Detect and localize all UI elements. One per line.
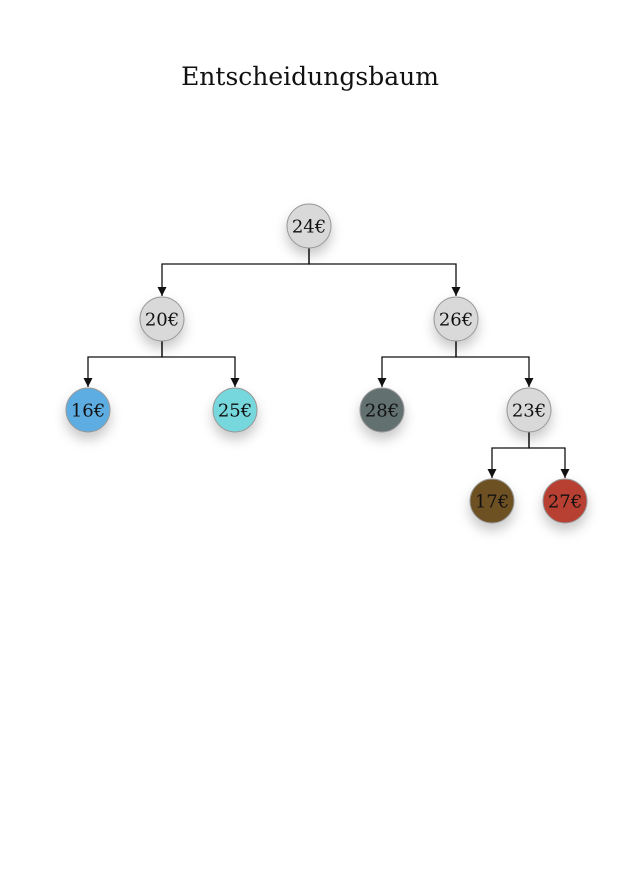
- edge-n20-n25: [161, 341, 240, 387]
- edge-n23-n17: [487, 432, 530, 478]
- node-label: 26€: [439, 310, 473, 331]
- tree-node-n23: 23€: [506, 387, 552, 433]
- edge-n20-n16: [83, 341, 163, 387]
- tree-node-n27: 27€: [542, 478, 588, 524]
- node-label: 23€: [512, 401, 546, 422]
- node-label: 27€: [548, 492, 582, 513]
- diagram-title: Entscheidungsbaum: [181, 62, 439, 91]
- edge-root-n20: [157, 248, 310, 296]
- tree-node-n26: 26€: [433, 296, 479, 342]
- tree-node-n25: 25€: [212, 387, 258, 433]
- tree-node-n28: 28€: [359, 387, 405, 433]
- tree-node-n16: 16€: [65, 387, 111, 433]
- tree-node-n17: 17€: [469, 478, 515, 524]
- node-circle: [65, 387, 111, 433]
- edges-layer: [83, 248, 570, 478]
- node-circle: [506, 387, 552, 433]
- node-label: 24€: [292, 217, 326, 238]
- node-circle: [139, 296, 185, 342]
- node-label: 20€: [145, 310, 179, 331]
- node-circle: [433, 296, 479, 342]
- node-label: 17€: [475, 492, 509, 513]
- node-circle: [359, 387, 405, 433]
- edge-n26-n28: [377, 341, 457, 387]
- node-circle: [469, 478, 515, 524]
- tree-node-n20: 20€: [139, 296, 185, 342]
- edge-n23-n27: [528, 432, 570, 478]
- tree-node-root: 24€: [286, 203, 332, 249]
- node-circle: [542, 478, 588, 524]
- node-label: 16€: [71, 401, 105, 422]
- node-circle: [212, 387, 258, 433]
- edge-root-n26: [308, 248, 461, 296]
- node-label: 25€: [218, 401, 252, 422]
- nodes-layer: 24€ 20€ 26€ 16€ 25€ 28€ 23€ 17€ 27€: [65, 203, 588, 524]
- node-label: 28€: [365, 401, 399, 422]
- edge-n26-n23: [455, 341, 534, 387]
- node-circle: [286, 203, 332, 249]
